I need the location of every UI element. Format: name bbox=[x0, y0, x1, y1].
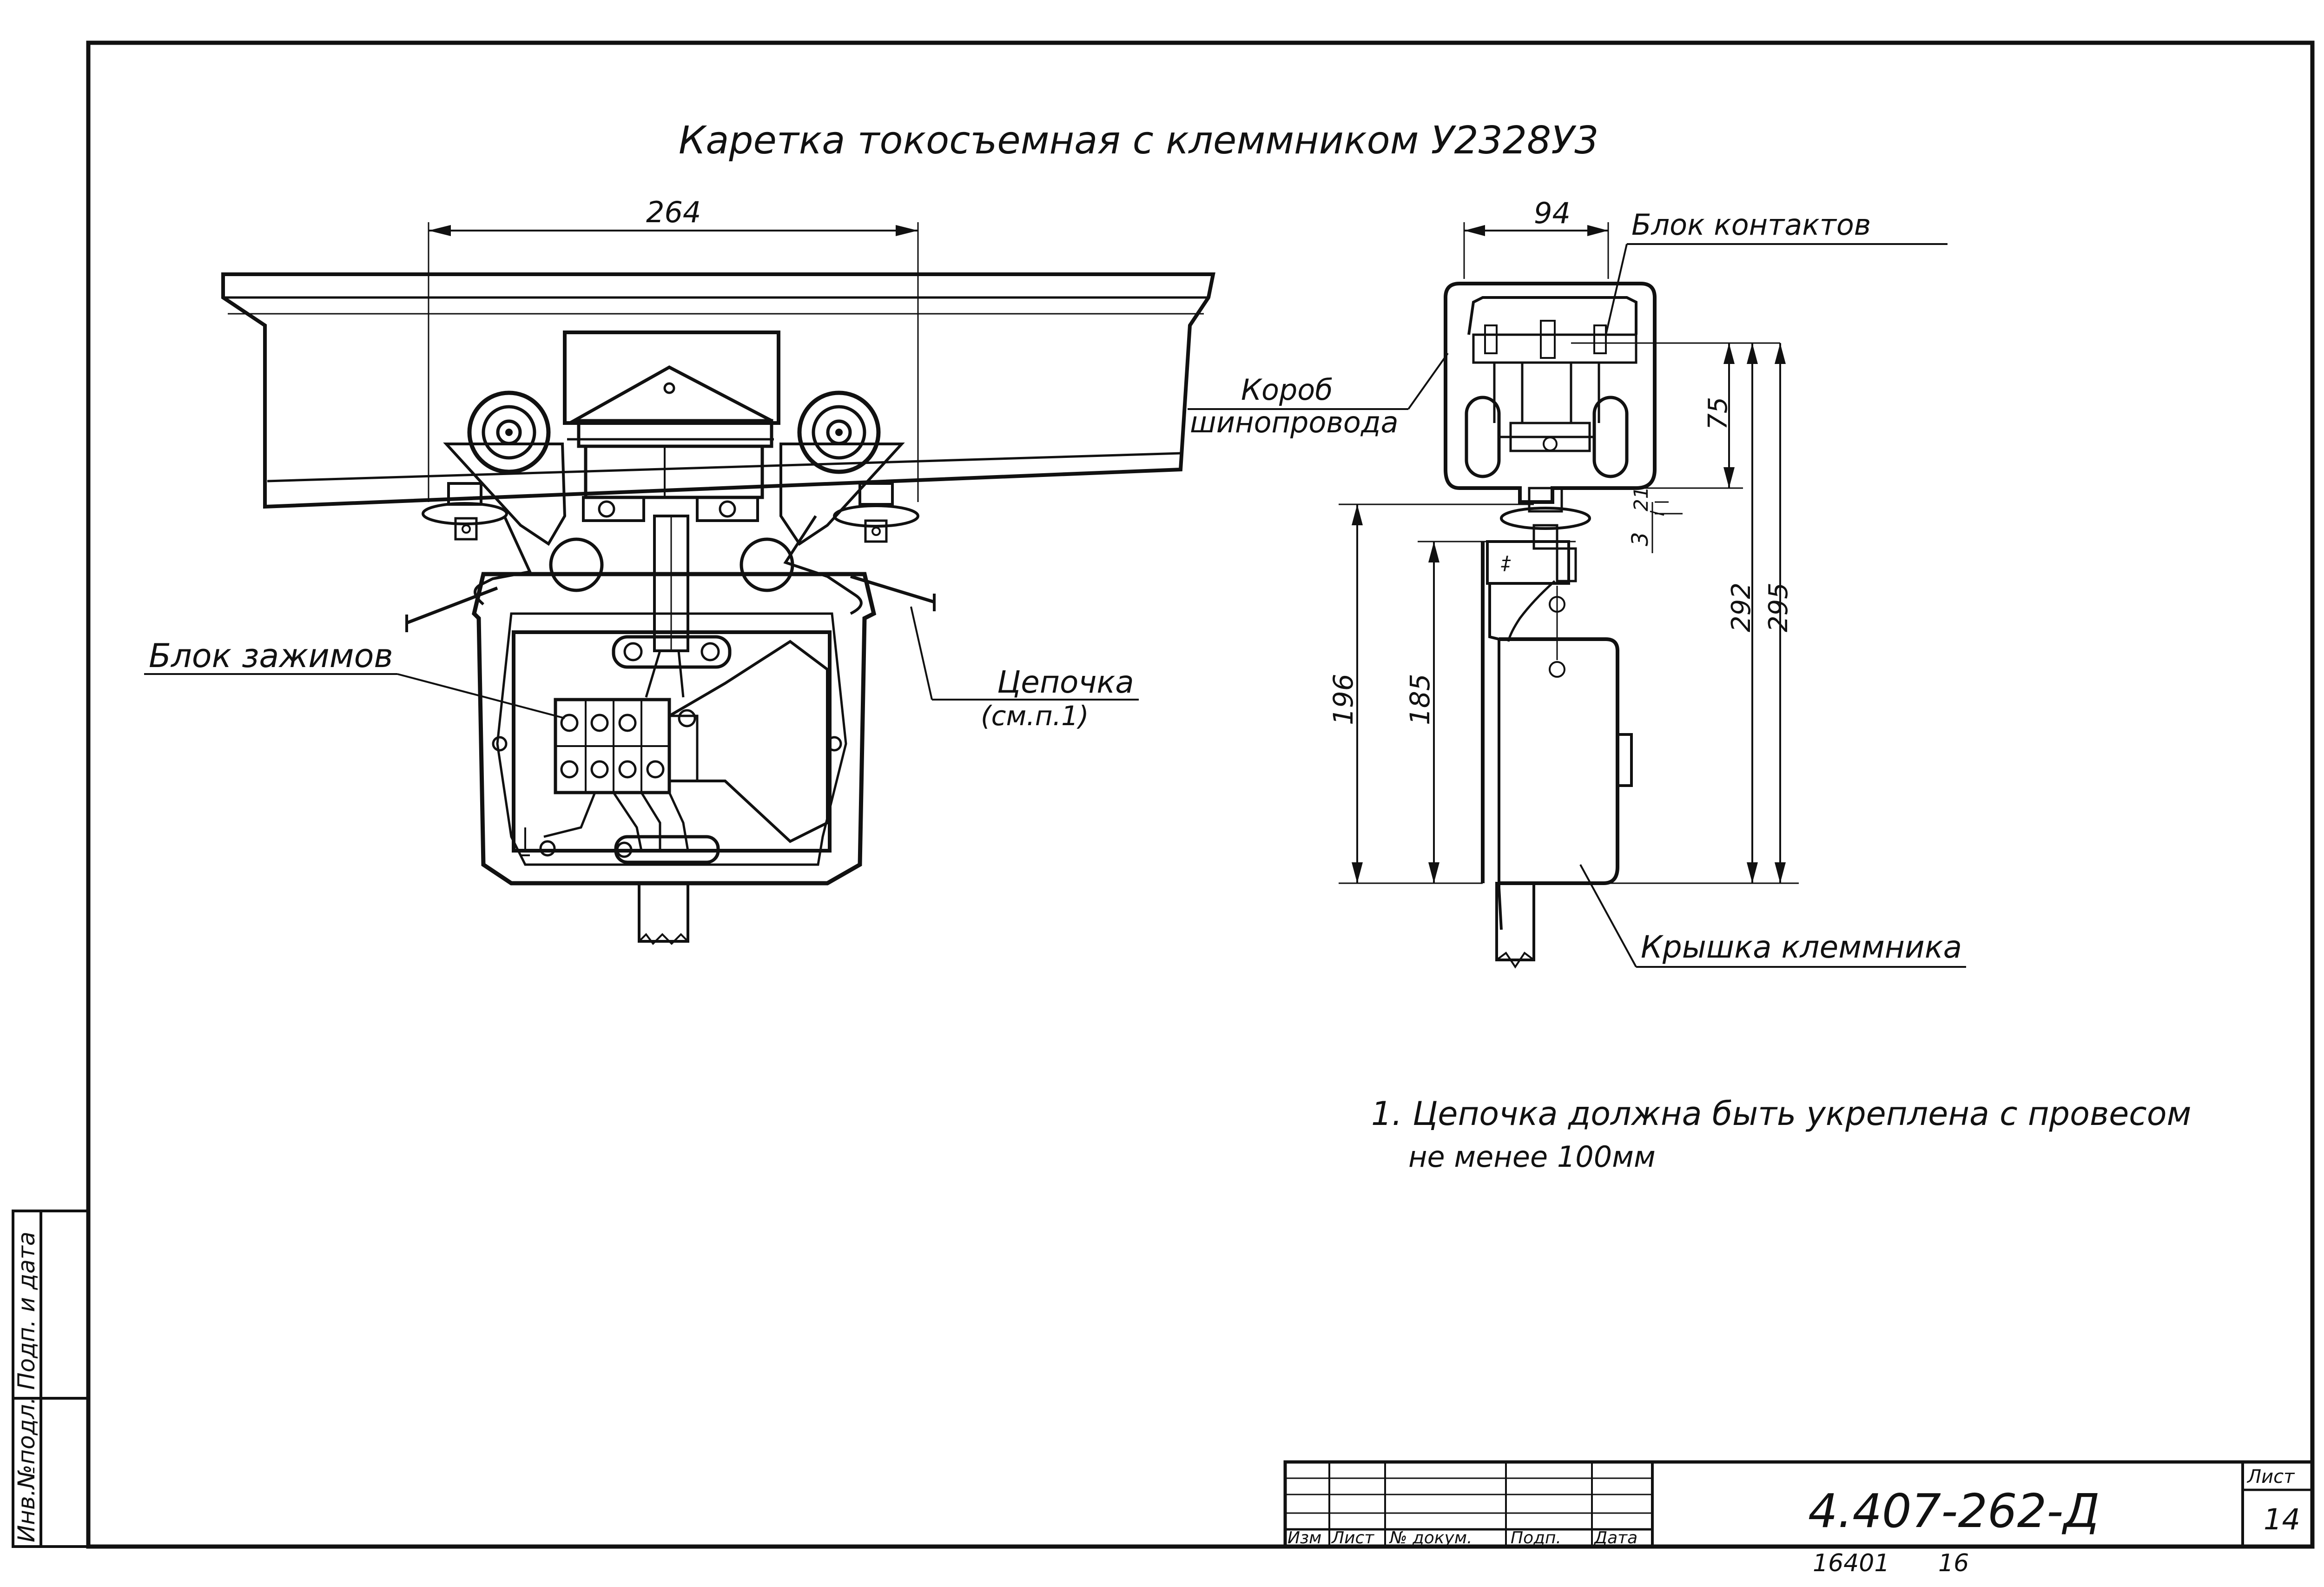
side-stamp-podp: Подп. и дата bbox=[13, 1231, 40, 1390]
dim-295: 295 bbox=[1763, 582, 1794, 632]
dim-292: 292 bbox=[1726, 582, 1756, 632]
col-podp: Подп. bbox=[1511, 1528, 1561, 1547]
dim-21: 21 bbox=[1630, 487, 1652, 511]
sheet-label: Лист bbox=[2246, 1466, 2295, 1488]
dim-196: 196 bbox=[1327, 674, 1359, 725]
note-line-1: 1. Цепочка должна быть укреплена с прове… bbox=[1371, 1095, 2191, 1133]
label-korob: Короб bbox=[1241, 373, 1333, 407]
label-shinoprovoda: шинопровода bbox=[1190, 405, 1399, 439]
side-view: 94 ‡ bbox=[1188, 196, 1966, 969]
title-block: Изм Лист № докум. Подп. Дата 4.407-262-Д… bbox=[1283, 1460, 2314, 1577]
drawing-title: Каретка токосъемная с клеммником У2328У3 bbox=[679, 119, 1598, 163]
drawing-frame bbox=[86, 40, 2315, 1549]
dim-185: 185 bbox=[1404, 674, 1436, 725]
label-blok-kontaktov: Блок контактов bbox=[1631, 208, 1871, 242]
label-kryshka: Крышка клеммника bbox=[1641, 929, 1962, 965]
dim-94: 94 bbox=[1534, 196, 1571, 230]
front-view: 264 bbox=[144, 195, 1215, 946]
col-list: Лист bbox=[1331, 1528, 1374, 1547]
side-stamp: Инв.№подл. Подп. и дата bbox=[12, 1210, 90, 1548]
col-izm: Изм bbox=[1287, 1528, 1321, 1547]
dim-3: 3 bbox=[1627, 532, 1653, 546]
svg-text:‡: ‡ bbox=[1501, 553, 1511, 574]
bottom-code-b: 16 bbox=[1938, 1549, 1969, 1577]
note-line-2: не менее 100мм bbox=[1408, 1140, 1656, 1174]
notes: 1. Цепочка должна быть укреплена с прове… bbox=[1371, 1095, 2191, 1174]
side-stamp-inv: Инв.№подл. bbox=[13, 1397, 40, 1542]
doc-number: 4.407-262-Д bbox=[1808, 1484, 2100, 1538]
bottom-code-a: 16401 bbox=[1813, 1549, 1889, 1577]
label-blok-zazhimov: Блок зажимов bbox=[149, 637, 393, 675]
dim-264: 264 bbox=[646, 195, 701, 229]
col-data: Дата bbox=[1593, 1528, 1637, 1547]
label-tsepochka: Цепочка bbox=[997, 664, 1134, 700]
sheet-number: 14 bbox=[2264, 1502, 2300, 1536]
dim-75: 75 bbox=[1703, 397, 1733, 430]
col-dokum: № докум. bbox=[1389, 1528, 1472, 1547]
label-tsepochka-ref: (см.п.1) bbox=[981, 700, 1089, 732]
